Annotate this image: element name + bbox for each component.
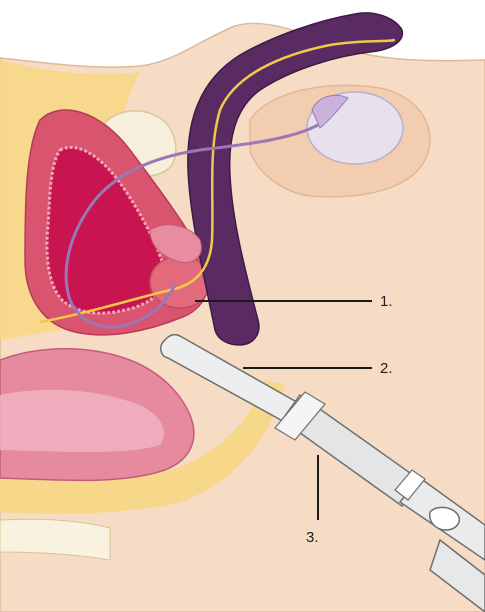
callout-label-1: 1. [380, 294, 393, 309]
callout-label-2: 2. [380, 361, 393, 376]
callout-label-3: 3. [306, 530, 319, 545]
